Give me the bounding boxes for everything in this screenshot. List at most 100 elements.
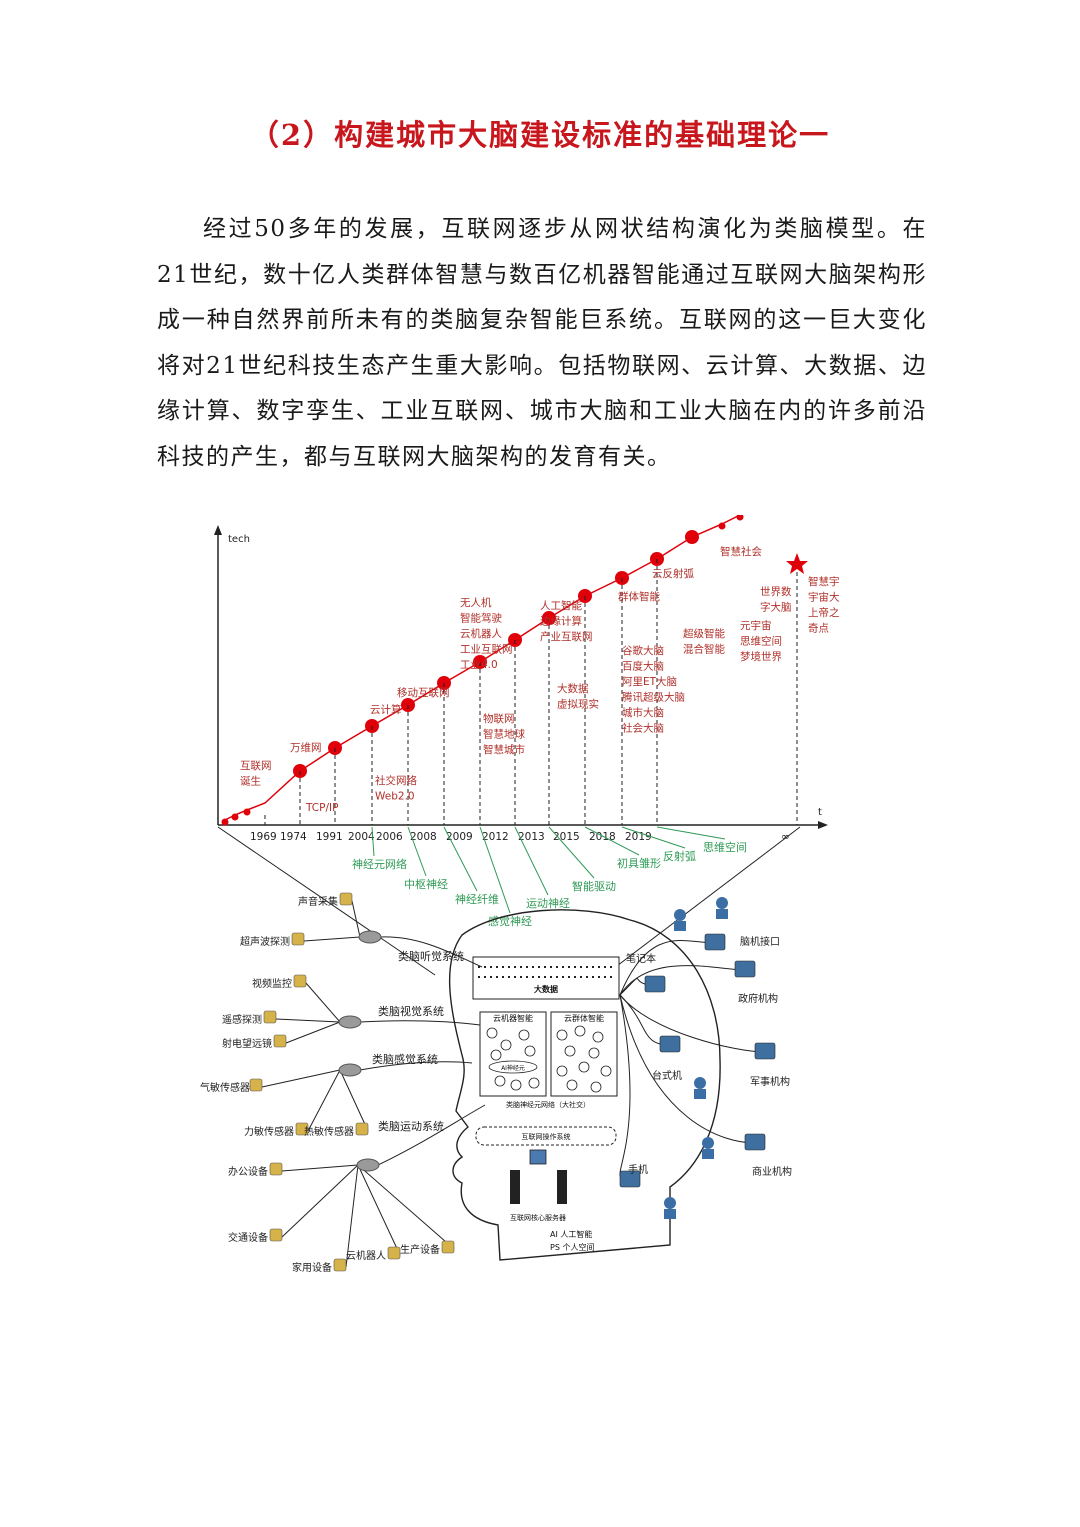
device-label: 交通设备 — [228, 1231, 268, 1244]
nerve-link — [514, 826, 549, 896]
device-link — [357, 1164, 455, 1250]
body-paragraph: 经过50多年的发展，互联网逐步从网状结构演化为类脑模型。在21世纪，数十亿人类群… — [157, 216, 927, 470]
nerve-link — [656, 826, 726, 840]
brain-net-label: 类脑神经元网络（大社交） — [506, 1100, 590, 1109]
terminal-label: 笔记本 — [626, 952, 656, 965]
funnel-left — [217, 826, 436, 976]
ai-neuron-node — [490, 1049, 502, 1061]
milestone-label: TCP/IP — [305, 802, 338, 814]
terminal-link — [619, 994, 756, 1144]
ps-neuron-node — [600, 1065, 612, 1077]
terminal-icon — [744, 1133, 766, 1151]
device-link — [281, 1164, 359, 1172]
system-link — [379, 936, 483, 968]
timeline-dot — [243, 808, 251, 816]
x-axis-label: t — [818, 807, 822, 818]
person-icon — [702, 1149, 714, 1159]
milestone-label: 云计算 — [370, 703, 402, 716]
ai-hub-icon — [338, 1015, 362, 1029]
milestone-label: 群体智能 — [618, 590, 660, 603]
nerve-link — [407, 826, 427, 877]
nerve-link — [584, 826, 640, 856]
ai-hub-icon — [356, 1158, 380, 1172]
y-axis-label: tech — [228, 534, 250, 545]
terminal-icon — [659, 1035, 681, 1053]
timeline-dot — [221, 818, 229, 826]
device-icon — [441, 1240, 455, 1254]
milestone-label: 互联网诞生 — [240, 760, 272, 788]
device-label: 气敏传感器 — [200, 1081, 250, 1094]
milestone-label: 元宇宙思维空间梦境世界 — [740, 619, 782, 663]
person-icon — [694, 1089, 706, 1099]
os-label: 互联网操作系统 — [522, 1132, 571, 1141]
nerve-label: 初具雏形 — [617, 856, 661, 870]
device-link — [285, 1021, 341, 1044]
device-icon — [269, 1228, 283, 1242]
ai-neuron-node — [500, 1039, 512, 1051]
os-box — [475, 1126, 617, 1146]
x-axis-arrow — [818, 821, 828, 829]
section-heading: （2）构建城市大脑建设标准的基础理论一 — [249, 118, 831, 152]
device-link — [357, 1164, 401, 1256]
terminal-label: 手机 — [628, 1163, 648, 1176]
milestone-label: 智慧社会 — [720, 545, 762, 558]
terminal-link — [619, 994, 631, 1181]
device-icon — [355, 1122, 369, 1136]
head-outline — [448, 909, 721, 1261]
year-tick-label: ∞ — [781, 831, 790, 843]
device-link — [307, 1069, 341, 1132]
brain-model: 大数据 云机器智能 云群体智能 AI神经元 类脑神经元网络（大社交） 互联网操作… — [200, 892, 792, 1274]
terminal-icon — [754, 1042, 776, 1060]
milestone-label: 谷歌大脑百度大脑阿里ET大脑腾讯超级大脑城市大脑社会大脑 — [622, 644, 685, 735]
nerve-label: 反射弧 — [663, 849, 696, 863]
person-icon — [702, 1137, 714, 1149]
timeline-dot — [231, 813, 239, 821]
ps-neuron-node — [564, 1045, 576, 1057]
milestone-label: 超级智能混合智能 — [683, 627, 725, 656]
nerve-label: 感觉神经 — [488, 914, 532, 928]
timeline-milestone-dot — [685, 530, 699, 544]
person-icon — [674, 921, 686, 931]
terminal-label: 政府机构 — [738, 992, 778, 1005]
nerve-link — [371, 826, 375, 857]
ai-neuron-label: AI神经元 — [501, 1064, 525, 1072]
nerve-label: 智能驱动 — [572, 879, 616, 893]
ai-hub-icon — [358, 930, 382, 944]
legend-ai: AI 人工智能 — [550, 1229, 592, 1239]
nerve-link — [621, 826, 686, 849]
person-icon — [664, 1197, 676, 1209]
brain-system-label: 类脑运动系统 — [378, 1119, 444, 1133]
nerve-label: 思维空间 — [703, 840, 747, 854]
terminal-icon — [644, 975, 666, 993]
singularity-star-icon — [786, 553, 808, 574]
device-link — [275, 1018, 341, 1023]
milestone-label: 物联网智慧地球智慧城市 — [483, 712, 525, 756]
device-label: 家用设备 — [292, 1261, 332, 1274]
device-link — [303, 936, 361, 942]
milestone-label: 大数据虚拟现实 — [557, 682, 599, 711]
ai-neuron-node — [486, 1027, 498, 1039]
device-label: 热敏传感器 — [304, 1125, 354, 1138]
device-label: 办公设备 — [228, 1165, 268, 1178]
system-link — [359, 1020, 481, 1026]
ps-neuron-node — [578, 1061, 590, 1073]
ps-neuron-node — [574, 1025, 586, 1037]
big-data-label: 大数据 — [534, 984, 558, 994]
year-tick-label: 2004 — [348, 831, 375, 843]
milestone-label: 移动互联网 — [397, 686, 450, 699]
ps-neuron-node — [566, 1079, 578, 1091]
ps-neuron-node — [556, 1065, 568, 1077]
device-icon — [273, 1034, 287, 1048]
milestone-label: 智慧宇宙宇宙大脑上帝之点奇点 — [808, 575, 840, 635]
ps-neuron-node — [556, 1029, 568, 1041]
nerve-label: 神经元网络 — [352, 857, 407, 871]
nerve-link — [479, 826, 511, 914]
year-tick-label: 1969 — [250, 831, 277, 843]
terminal-label: 军事机构 — [750, 1075, 790, 1088]
device-icon — [333, 1258, 347, 1272]
ps-neuron-node — [590, 1081, 602, 1093]
device-link — [345, 1164, 359, 1268]
device-icon — [295, 1122, 309, 1136]
device-label: 生产设备 — [400, 1243, 440, 1256]
person-icon — [674, 909, 686, 921]
